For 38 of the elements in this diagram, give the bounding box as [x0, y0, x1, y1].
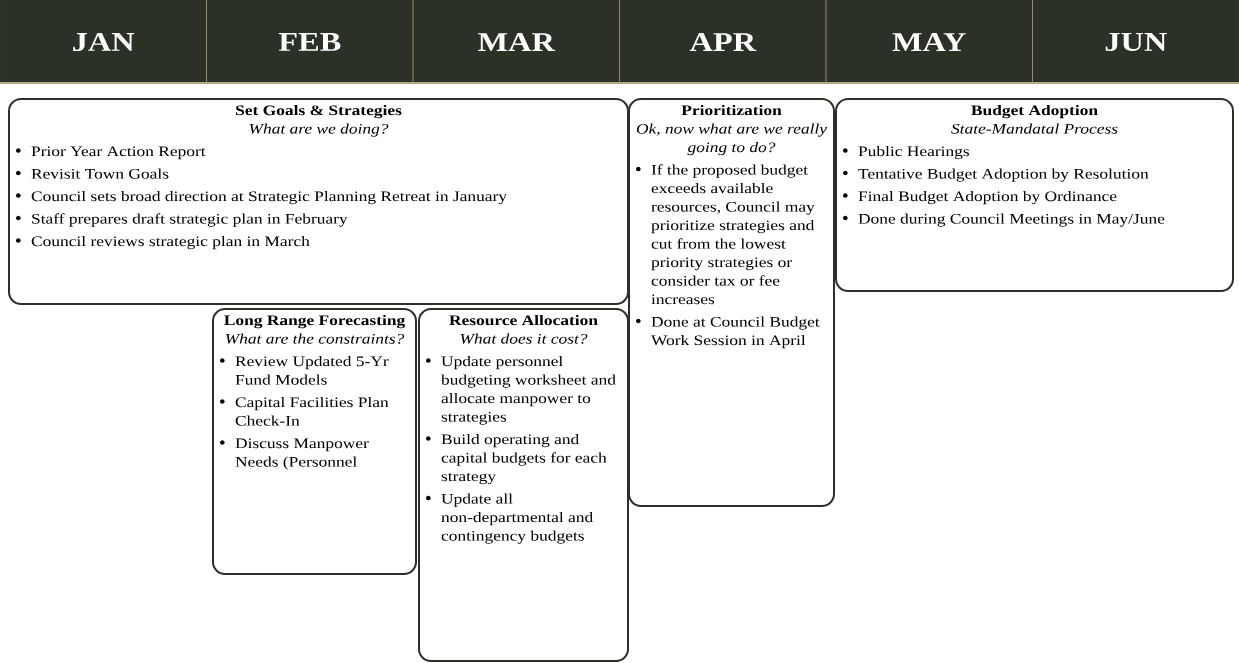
- bullet-item: If the proposed budget exceeds available resources, Council may prioritize strategies and cut from the lowest priority strategies or consider tax or fee increases: [636, 164, 815, 305]
- subtitle: What are the constraints?: [225, 333, 405, 344]
- bullet-item: Tentative Budget Adoption by Resolution: [843, 168, 1149, 182]
- subtitle: State-Mandatal Process: [951, 123, 1118, 134]
- bullet-item: Revisit Town Goals: [16, 168, 169, 179]
- bullet-item: Staff prepares draft strategic plan in February: [16, 213, 348, 227]
- month-label: MAY: [892, 33, 966, 51]
- bullet-item: Council sets broad direction at Strategic Planning Retreat in January: [16, 191, 507, 205]
- month-label: FEB: [278, 33, 341, 51]
- phase-box: [628, 98, 835, 507]
- bullet-item: Done at Council Budget Work Session in April: [636, 316, 820, 349]
- bullet-item: Done during Council Meetings in May/June: [843, 213, 1165, 227]
- bullet-item: Council reviews strategic plan in March: [16, 236, 310, 250]
- heading: Budget Adoption: [971, 105, 1098, 119]
- bullet-item: Review Updated 5-Yr Fund Models: [220, 356, 389, 385]
- phase-box: [212, 308, 417, 575]
- bullet-item: Update personnel budgeting worksheet and allocate manpower to strategies: [426, 356, 616, 425]
- bullet-item: Public Hearings: [843, 146, 969, 160]
- bullet-item: Final Budget Adoption by Ordinance: [843, 191, 1117, 205]
- subtitle: Ok, now what are we really going to do?: [636, 123, 828, 156]
- month-label: MAR: [478, 33, 556, 51]
- phase-box: [8, 98, 629, 305]
- bullet-item: Capital Facilities Plan Check-In: [220, 397, 389, 426]
- month-label: APR: [689, 33, 757, 51]
- phase-box: [418, 308, 629, 662]
- heading: Prioritization: [681, 105, 782, 116]
- bullet-item: Build operating and capital budgets for each strategy: [426, 434, 607, 485]
- bullet-item: Prior Year Action Report: [16, 146, 206, 160]
- month-label: JUN: [1105, 33, 1167, 51]
- heading: Resource Allocation: [449, 315, 598, 326]
- bullet-item: Discuss Manpower Needs (Personnel: [220, 438, 369, 470]
- subtitle: What does it cost?: [460, 333, 588, 344]
- month-label: JAN: [73, 32, 135, 52]
- heading: Long Range Forecasting: [224, 315, 406, 329]
- subtitle: What are we doing?: [249, 123, 389, 137]
- bullet-item: Update all non-departmental and contingency budgets: [426, 493, 593, 544]
- phase-box: [835, 98, 1234, 292]
- heading: Set Goals & Strategies: [236, 105, 402, 119]
